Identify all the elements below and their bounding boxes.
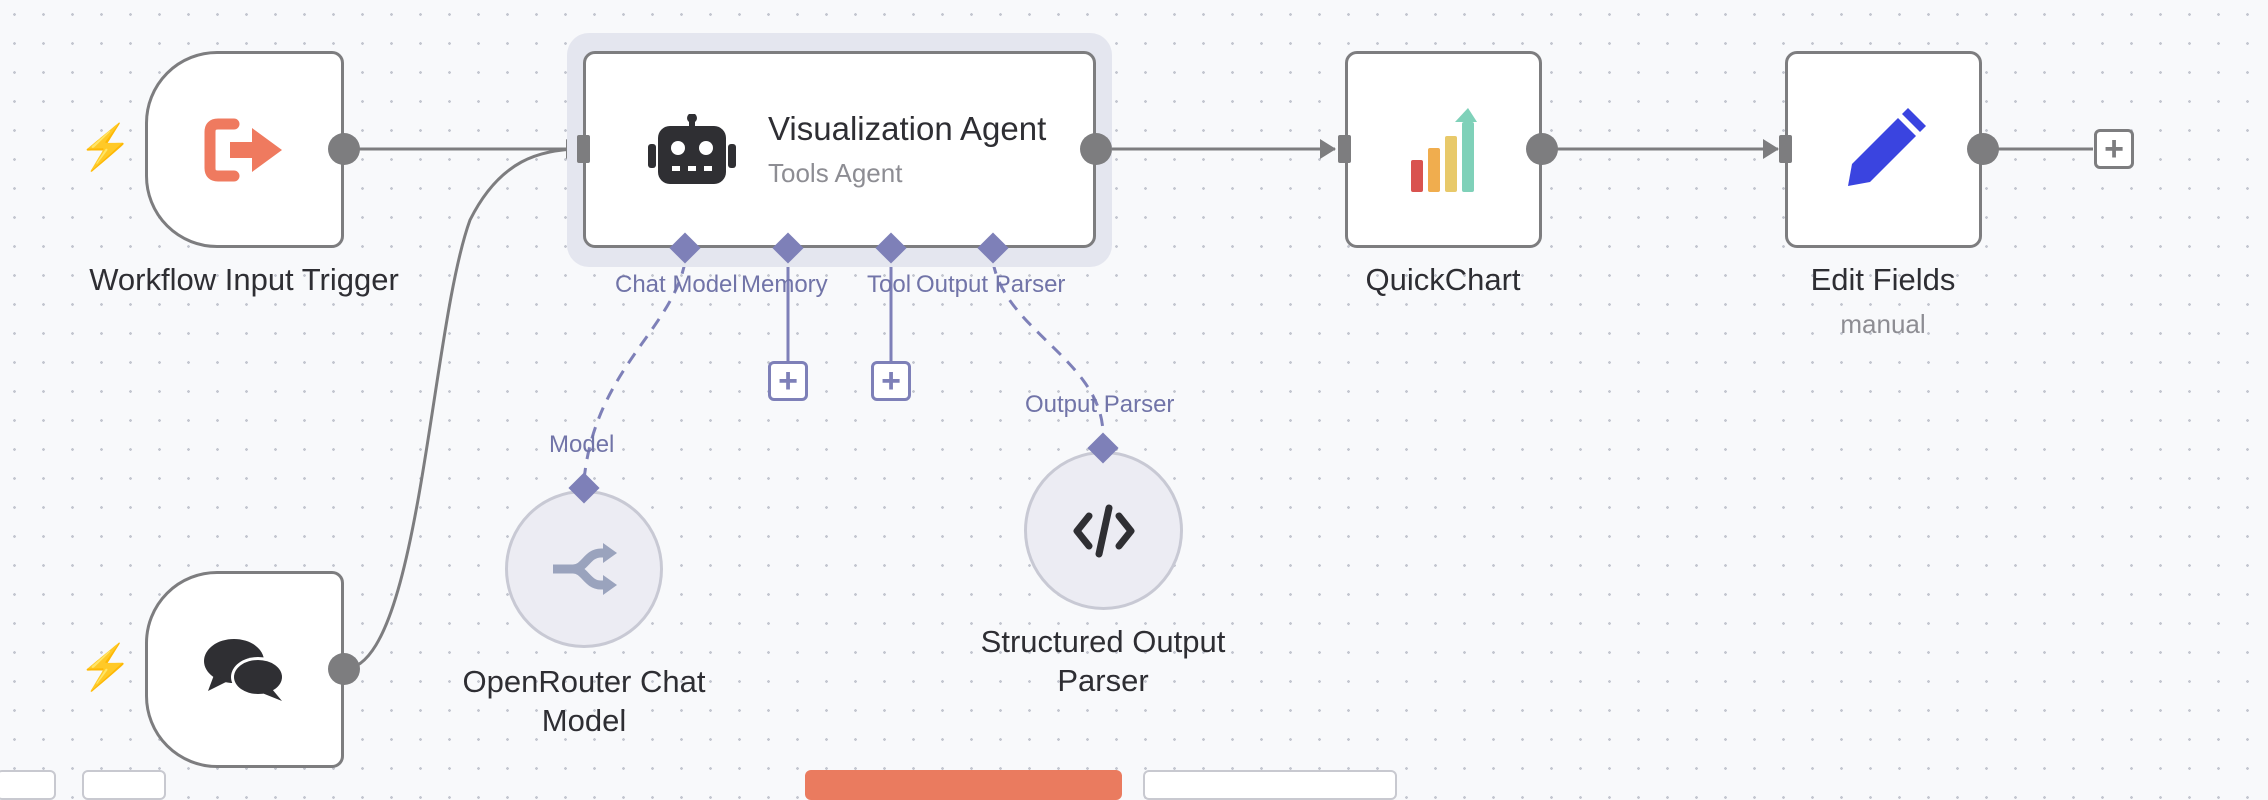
chat-trigger-node[interactable] bbox=[145, 571, 344, 768]
quickchart-input-port[interactable] bbox=[1338, 135, 1351, 163]
edit-fields-node[interactable] bbox=[1785, 51, 1982, 248]
model-port-label: Model bbox=[549, 431, 615, 458]
openrouter-icon bbox=[553, 543, 617, 595]
quickchart-label: QuickChart bbox=[1365, 262, 1521, 297]
openrouter-label-line1: OpenRouter Chat bbox=[462, 664, 706, 699]
agent-output-port[interactable] bbox=[1080, 133, 1112, 165]
bar-chart-icon bbox=[1410, 107, 1477, 192]
subconnection-model bbox=[582, 261, 687, 481]
robot-icon bbox=[648, 113, 736, 184]
workflow-input-trigger-node[interactable] bbox=[145, 51, 344, 248]
code-icon bbox=[1073, 504, 1134, 557]
quickchart-node[interactable] bbox=[1345, 51, 1542, 248]
pencil-icon bbox=[1847, 107, 1926, 186]
add-node-button[interactable]: + bbox=[2094, 129, 2134, 169]
agent-input-port[interactable] bbox=[577, 135, 590, 163]
parser-label-line2: Parser bbox=[1057, 663, 1149, 698]
edit-fields-output-port[interactable] bbox=[1967, 133, 1999, 165]
trigger-output-port[interactable] bbox=[328, 133, 360, 165]
chat-model-port-label: Chat Model bbox=[615, 271, 738, 298]
visualization-agent-node[interactable]: Visualization Agent Tools Agent bbox=[583, 51, 1096, 248]
zoom-control-button[interactable] bbox=[0, 770, 56, 800]
trigger-bolt-icon: ⚡ bbox=[78, 123, 133, 172]
parser-label-line1: Structured Output bbox=[980, 624, 1226, 659]
edit-fields-subtitle: manual bbox=[1840, 309, 1926, 339]
edit-fields-input-port[interactable] bbox=[1779, 135, 1792, 163]
agent-title: Visualization Agent bbox=[768, 110, 1047, 147]
secondary-action-button[interactable] bbox=[1143, 770, 1397, 800]
exit-arrow-icon bbox=[204, 118, 282, 181]
chat-bubbles-icon bbox=[203, 638, 285, 701]
fit-view-button[interactable] bbox=[82, 770, 166, 800]
arrowhead-quickchart bbox=[1320, 139, 1336, 159]
subconnection-parser bbox=[991, 261, 1105, 433]
add-memory-button[interactable]: + bbox=[768, 361, 808, 401]
connection-chat-to-agent bbox=[343, 147, 583, 671]
structured-output-parser-node[interactable] bbox=[1024, 451, 1183, 610]
execute-workflow-button[interactable] bbox=[805, 770, 1122, 800]
add-tool-button[interactable]: + bbox=[871, 361, 911, 401]
memory-port-label: Memory bbox=[741, 271, 828, 298]
openrouter-chat-model-node[interactable] bbox=[505, 490, 663, 648]
parser-port-label: Output Parser bbox=[1025, 391, 1175, 418]
chat-trigger-output-port[interactable] bbox=[328, 653, 360, 685]
arrowhead-editfields bbox=[1763, 139, 1779, 159]
quickchart-output-port[interactable] bbox=[1526, 133, 1558, 165]
workflow-input-trigger-label: Workflow Input Trigger bbox=[89, 262, 399, 297]
edit-fields-label: Edit Fields bbox=[1810, 262, 1956, 297]
openrouter-label-line2: Model bbox=[541, 703, 627, 738]
agent-subtitle: Tools Agent bbox=[768, 158, 903, 188]
output-parser-port-label: Output Parser bbox=[916, 271, 1066, 298]
chat-trigger-bolt-icon: ⚡ bbox=[78, 643, 133, 692]
tool-port-label: Tool bbox=[867, 271, 912, 298]
